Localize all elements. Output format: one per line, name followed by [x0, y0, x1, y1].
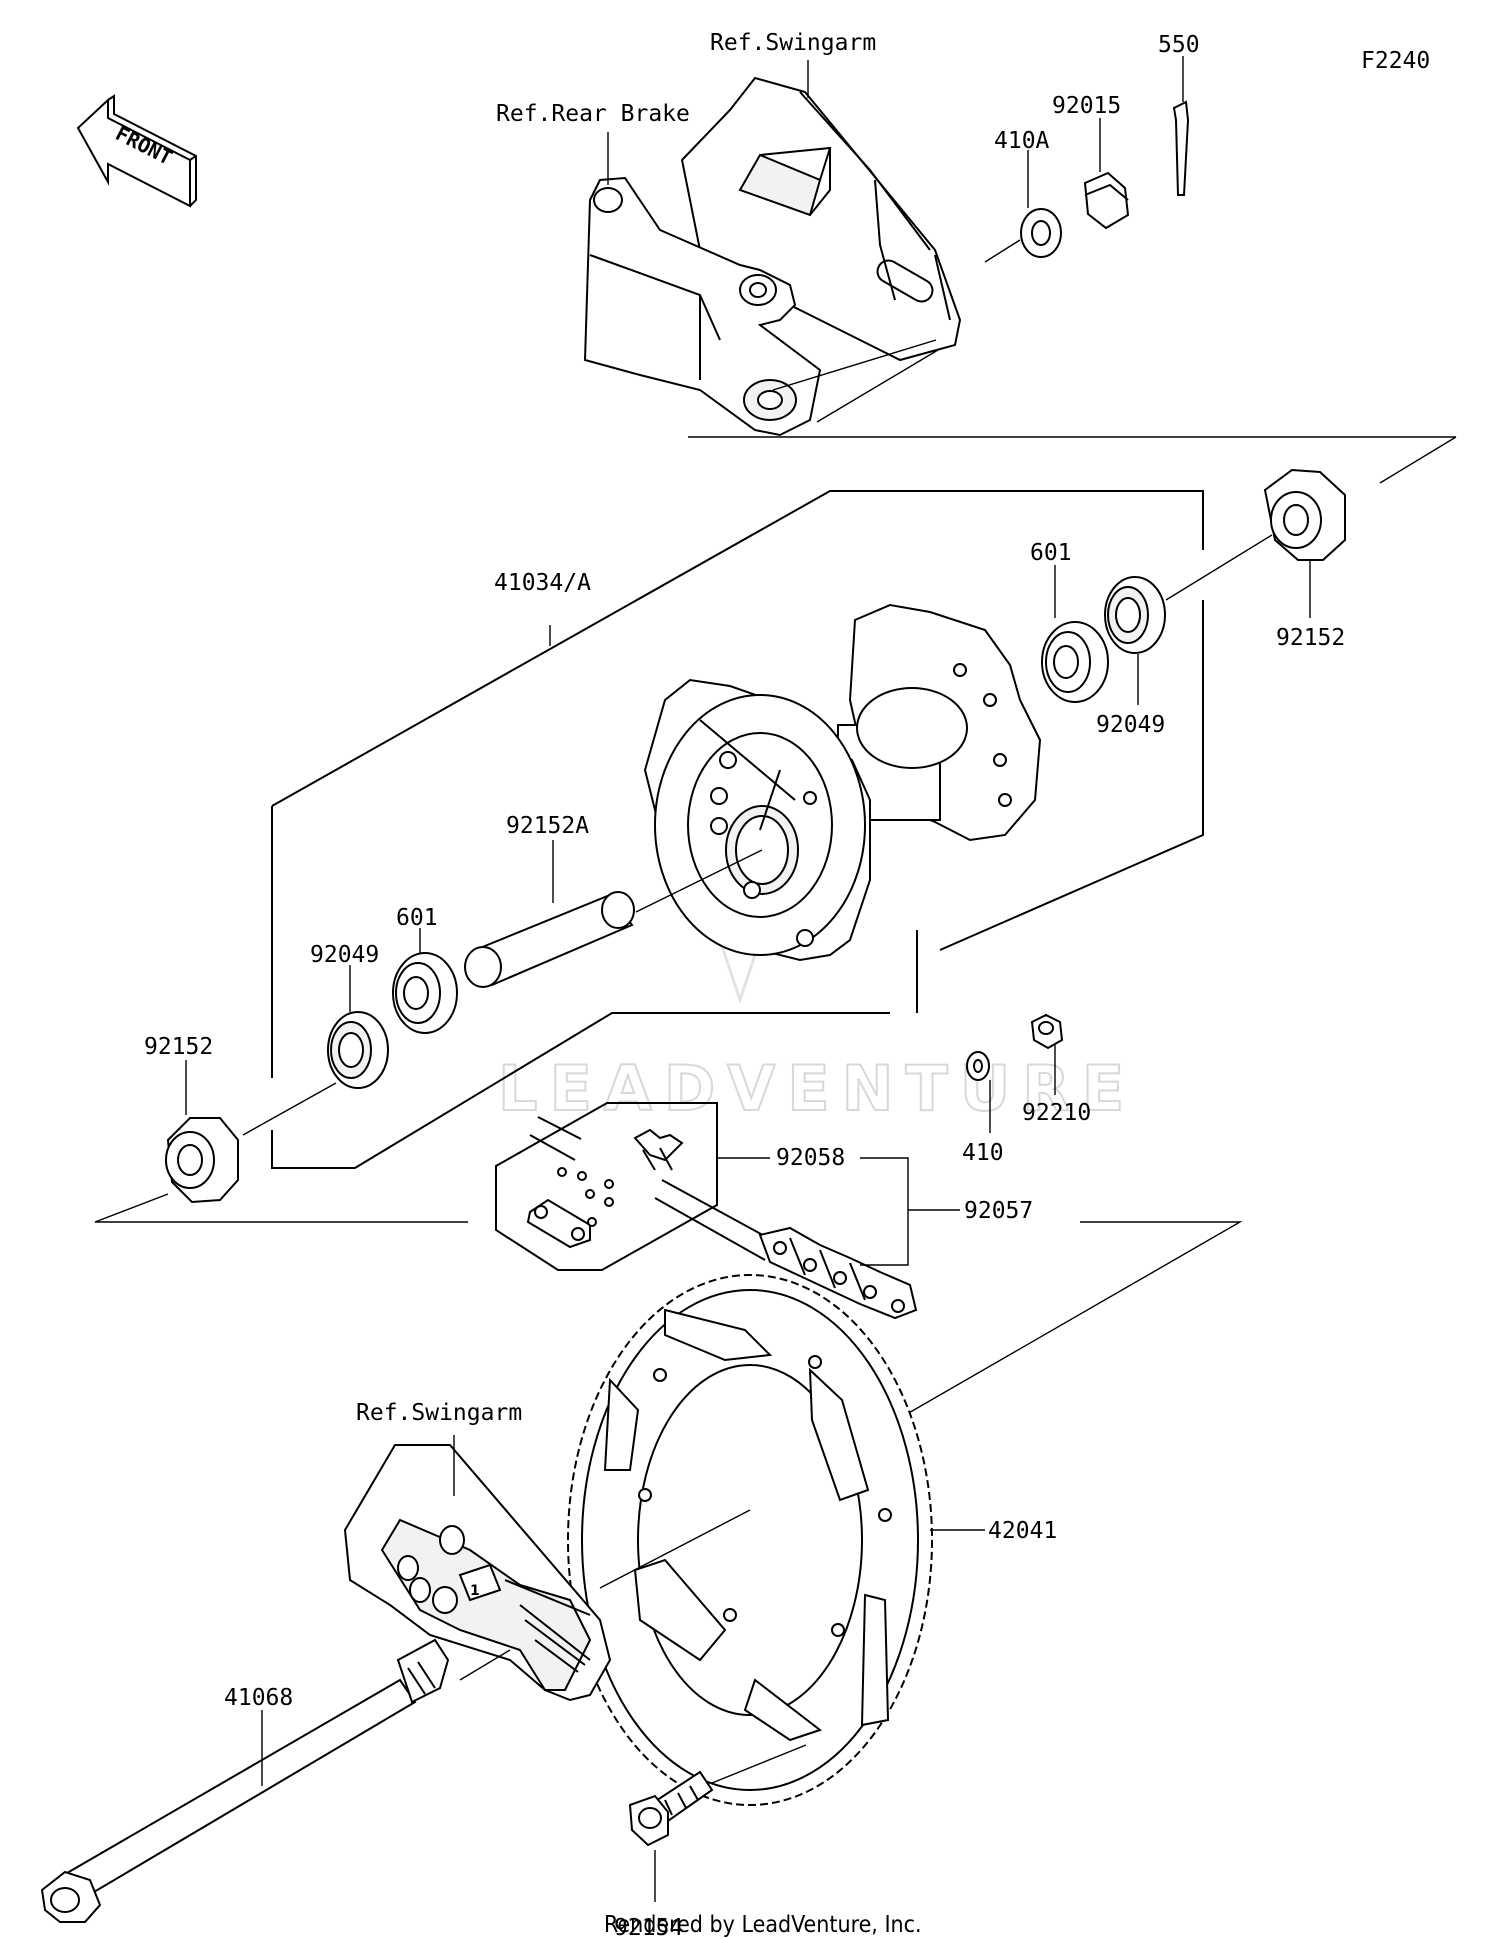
- part-92154-label: 92154: [614, 1915, 683, 1938]
- part-92058-label: 92058: [776, 1145, 845, 1171]
- nut-92210: 92210: [1022, 1013, 1091, 1126]
- part-92152a-label: 92152A: [506, 813, 589, 839]
- seal-92049-left: 92049: [310, 942, 389, 1089]
- part-601-left-label: 601: [396, 905, 438, 931]
- part-92152-right-label: 92152: [1276, 625, 1345, 651]
- rear-sprocket: 42041: [567, 1274, 1057, 1806]
- ref-swingarm-top: Ref.Swingarm: [710, 30, 876, 98]
- bearing-601-left: 601: [392, 905, 458, 1034]
- part-92152-left-label: 92152: [144, 1034, 213, 1060]
- part-92049-left-label: 92049: [310, 942, 379, 968]
- nut-92015: 92015: [1052, 93, 1130, 230]
- part-92210-label: 92210: [1022, 1100, 1091, 1126]
- part-92057-label: 92057: [964, 1198, 1033, 1224]
- front-arrow-icon: FRONT: [76, 94, 197, 208]
- watermark: LEADVENTURE: [497, 878, 1136, 1126]
- collar-92152-right: 92152: [1165, 468, 1346, 651]
- ref-rear-brake-label: Ref.Rear Brake: [496, 101, 690, 127]
- washer-410: 410: [962, 1051, 1004, 1166]
- seal-92049-right: 92049: [1096, 576, 1166, 738]
- part-41034a-label: 41034/A: [494, 570, 591, 596]
- bearing-601-right: 601: [1030, 540, 1109, 703]
- part-42041-label: 42041: [988, 1518, 1057, 1544]
- swingarm-top-assembly: [583, 76, 962, 437]
- swingarm-bottom-assembly: 1 Ref.Swingarm: [343, 1400, 612, 1702]
- rear-hub: [635, 603, 1042, 962]
- bolt-92154: 92154: [614, 1744, 807, 1938]
- washer-410a: 410A: [984, 128, 1062, 263]
- part-41068-label: 41068: [224, 1685, 293, 1711]
- footer-credit: Rendered by LeadVenture, Inc.: [604, 1912, 922, 1938]
- hub-assembly-outline: 41034/A: [271, 490, 1204, 1169]
- watermark-text: LEADVENTURE: [498, 1052, 1136, 1125]
- spacer-92152a: 92152A: [464, 813, 635, 988]
- part-601-right-label: 601: [1030, 540, 1072, 566]
- figure-code: F2240: [1361, 48, 1430, 74]
- adjuster-mark: 1: [470, 1583, 480, 1599]
- collar-92152-left: 92152: [144, 1034, 337, 1204]
- part-550-label: 550: [1158, 32, 1200, 58]
- rear-axle: 41068: [40, 1638, 450, 1923]
- cotter-pin-550: 550: [1158, 32, 1200, 196]
- ref-swingarm-top-label: Ref.Swingarm: [710, 30, 876, 56]
- part-410-label: 410: [962, 1140, 1004, 1166]
- ref-rear-brake: Ref.Rear Brake: [496, 101, 690, 185]
- ref-swingarm-bottom-label: Ref.Swingarm: [356, 1400, 522, 1426]
- chain-joint-kit: [495, 1102, 773, 1271]
- part-410a-label: 410A: [994, 128, 1050, 154]
- part-92015-label: 92015: [1052, 93, 1121, 119]
- drive-chain: [758, 1226, 918, 1320]
- part-92049-right-label: 92049: [1096, 712, 1165, 738]
